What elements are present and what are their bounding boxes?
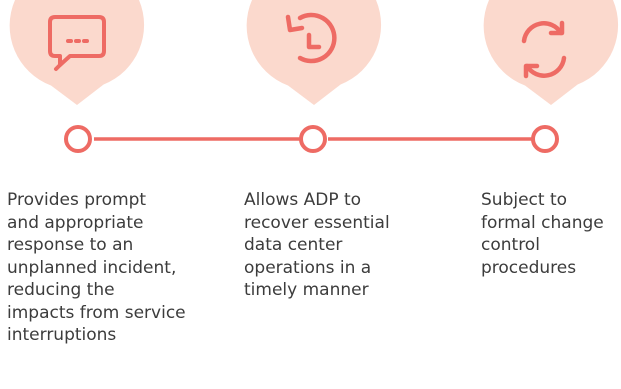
stage-3-description: Subject to formal change control procedu… — [481, 190, 604, 278]
timeline-node — [299, 125, 327, 153]
refresh-cycle-icon — [521, 20, 567, 79]
bubble-shape — [483, 0, 619, 105]
stage-1-description: Provides prompt and appropriate response… — [7, 190, 186, 345]
stage-2-bubble — [246, 0, 382, 105]
bubble-shape — [9, 0, 145, 105]
stage-3-bubble — [483, 0, 619, 105]
bubble-shape — [246, 0, 382, 105]
chat-bubble-icon — [48, 15, 106, 71]
timeline-node — [64, 125, 92, 153]
history-clock-icon — [285, 12, 337, 64]
stage-1-bubble — [9, 0, 145, 105]
stage-2-description: Allows ADP to recover essential data cen… — [244, 190, 390, 300]
timeline-node — [531, 125, 559, 153]
